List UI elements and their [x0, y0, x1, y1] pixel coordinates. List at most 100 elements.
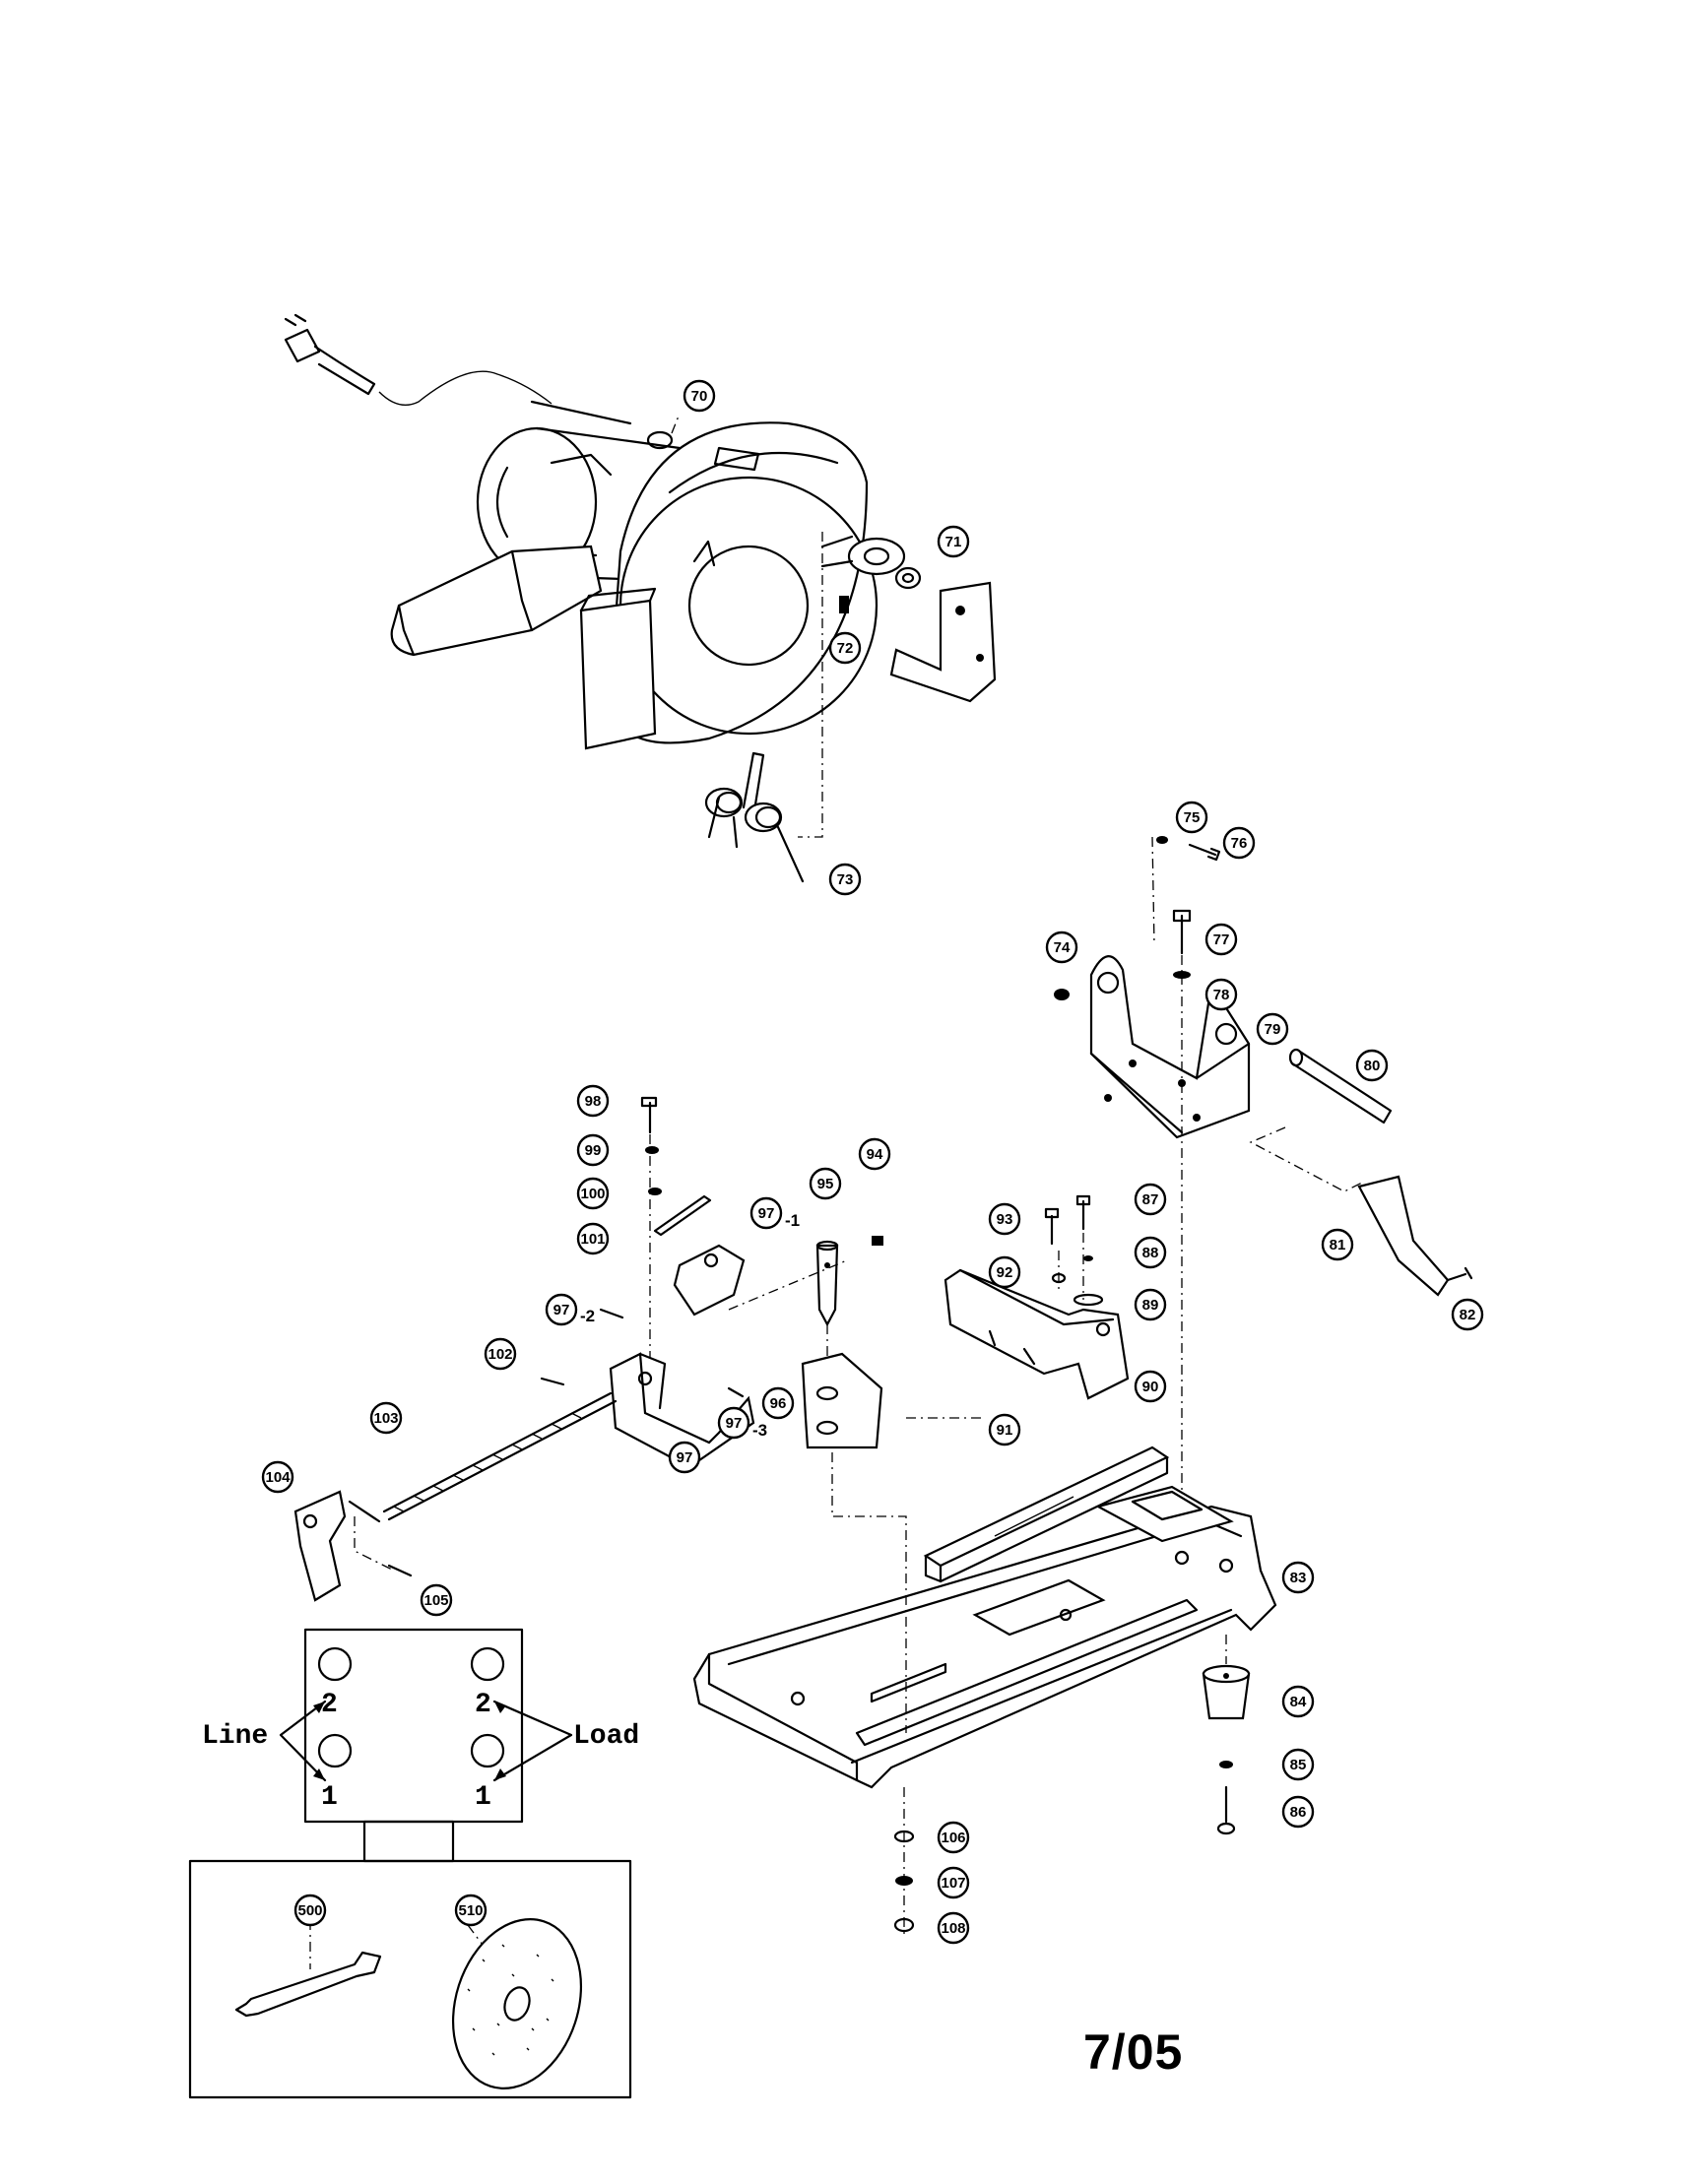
part-85-washer [1219, 1761, 1233, 1768]
part-88-washer [1083, 1255, 1093, 1261]
part-105-spring-pin [387, 1564, 413, 1577]
svg-text:91: 91 [997, 1422, 1013, 1439]
callout-98: 98 [576, 1084, 610, 1118]
callout-97: 97 [668, 1441, 701, 1474]
part-81-plate [1357, 1175, 1450, 1297]
switch-wiring-diagram [279, 1628, 573, 1863]
part-76-bolt [1188, 843, 1221, 862]
part-98-bolt [640, 1096, 658, 1134]
svg-text:76: 76 [1231, 835, 1248, 852]
part-80-pin [1288, 1048, 1393, 1124]
part-70-cap [646, 413, 681, 450]
part-94-nut [872, 1236, 883, 1246]
svg-text:80: 80 [1364, 1058, 1381, 1074]
guard-bracket [889, 581, 997, 703]
callout-97-3: 97 [717, 1406, 750, 1440]
part-97-1-clamp [673, 1244, 746, 1317]
callout-104: 104 [261, 1460, 294, 1494]
callout-86: 86 [1281, 1795, 1315, 1829]
part-97-3-screw [727, 1386, 745, 1398]
terminal-top-right: 2 [475, 1690, 491, 1720]
svg-text:96: 96 [770, 1395, 787, 1412]
callout-88: 88 [1134, 1236, 1167, 1269]
svg-text:92: 92 [997, 1264, 1013, 1281]
callout-87: 87 [1134, 1183, 1167, 1216]
svg-text:81: 81 [1330, 1237, 1346, 1253]
terminal-bottom-left: 1 [321, 1782, 338, 1813]
part-91-fence-bar [923, 1445, 1170, 1583]
callout-100: 100 [576, 1177, 610, 1210]
part-93-bolt [1044, 1207, 1060, 1246]
svg-text:100: 100 [580, 1186, 605, 1202]
callout-70: 70 [683, 379, 716, 413]
power-cord [284, 313, 632, 425]
svg-text:94: 94 [867, 1146, 883, 1163]
part-77-bolt [1172, 909, 1192, 955]
svg-text:77: 77 [1213, 931, 1230, 948]
callout-97-1: 97 [749, 1196, 783, 1230]
svg-text:107: 107 [941, 1875, 965, 1892]
load-label: Load [573, 1721, 639, 1752]
callout-510: 510 [454, 1894, 488, 1927]
svg-text:88: 88 [1142, 1245, 1159, 1261]
svg-text:510: 510 [458, 1902, 483, 1919]
callout-107: 107 [937, 1866, 970, 1899]
callout-77: 77 [1204, 923, 1238, 956]
part-71-washer [894, 566, 922, 590]
part-72-screw [839, 596, 849, 613]
svg-text:83: 83 [1290, 1570, 1307, 1586]
part-96-lower-clamp [801, 1352, 883, 1449]
part-74-nut [1054, 989, 1070, 1000]
callout-106: 106 [937, 1821, 970, 1854]
callout-108: 108 [937, 1911, 970, 1945]
svg-text:71: 71 [945, 534, 962, 550]
svg-text:108: 108 [941, 1920, 965, 1937]
svg-text:72: 72 [837, 640, 854, 657]
part-86-screw [1216, 1785, 1236, 1835]
part-104-handle [293, 1490, 381, 1602]
part-84-foot [1202, 1664, 1251, 1720]
svg-text:103: 103 [373, 1410, 398, 1427]
callout-91: 91 [988, 1413, 1021, 1446]
callout-102: 102 [484, 1337, 517, 1371]
callout-103: 103 [369, 1401, 403, 1435]
part-83-base [692, 1485, 1277, 1789]
part-510-abrasive-wheel [451, 1918, 583, 2089]
svg-text:95: 95 [817, 1176, 834, 1192]
part-100-washer [648, 1188, 662, 1195]
svg-text:99: 99 [585, 1142, 602, 1159]
svg-text:74: 74 [1054, 939, 1071, 956]
saw-motor-head [390, 421, 906, 750]
accessories-box [188, 1859, 632, 2099]
svg-text:102: 102 [488, 1346, 512, 1363]
page-number: 7/05 [1083, 2024, 1184, 2080]
svg-text:78: 78 [1213, 987, 1230, 1003]
callout-79: 79 [1256, 1012, 1289, 1046]
svg-text:98: 98 [585, 1093, 602, 1110]
callout-75: 75 [1175, 801, 1208, 834]
suffix-97-1: -1 [785, 1211, 800, 1230]
part-73-torsion-spring [704, 751, 805, 883]
svg-text:70: 70 [691, 388, 708, 405]
callout-96: 96 [761, 1386, 795, 1420]
suffix-97-3: -3 [752, 1421, 767, 1440]
callout-94: 94 [858, 1137, 891, 1171]
callout-97-2: 97 [545, 1293, 578, 1326]
callout-83: 83 [1281, 1561, 1315, 1594]
part-90-vise-jaw [944, 1268, 1130, 1400]
callout-92: 92 [988, 1255, 1021, 1289]
callout-90: 90 [1134, 1370, 1167, 1403]
terminal-bottom-right: 1 [475, 1782, 491, 1813]
svg-text:85: 85 [1290, 1757, 1307, 1773]
callout-93: 93 [988, 1202, 1021, 1236]
svg-text:106: 106 [941, 1830, 965, 1846]
svg-text:105: 105 [423, 1592, 448, 1609]
suffix-97-2: -2 [580, 1307, 595, 1325]
svg-text:73: 73 [837, 871, 854, 888]
svg-text:93: 93 [997, 1211, 1013, 1228]
callout-80: 80 [1355, 1049, 1389, 1082]
svg-text:97: 97 [758, 1205, 775, 1222]
part-99-washer [645, 1146, 659, 1154]
callout-72: 72 [828, 631, 862, 665]
callout-81: 81 [1321, 1228, 1354, 1261]
